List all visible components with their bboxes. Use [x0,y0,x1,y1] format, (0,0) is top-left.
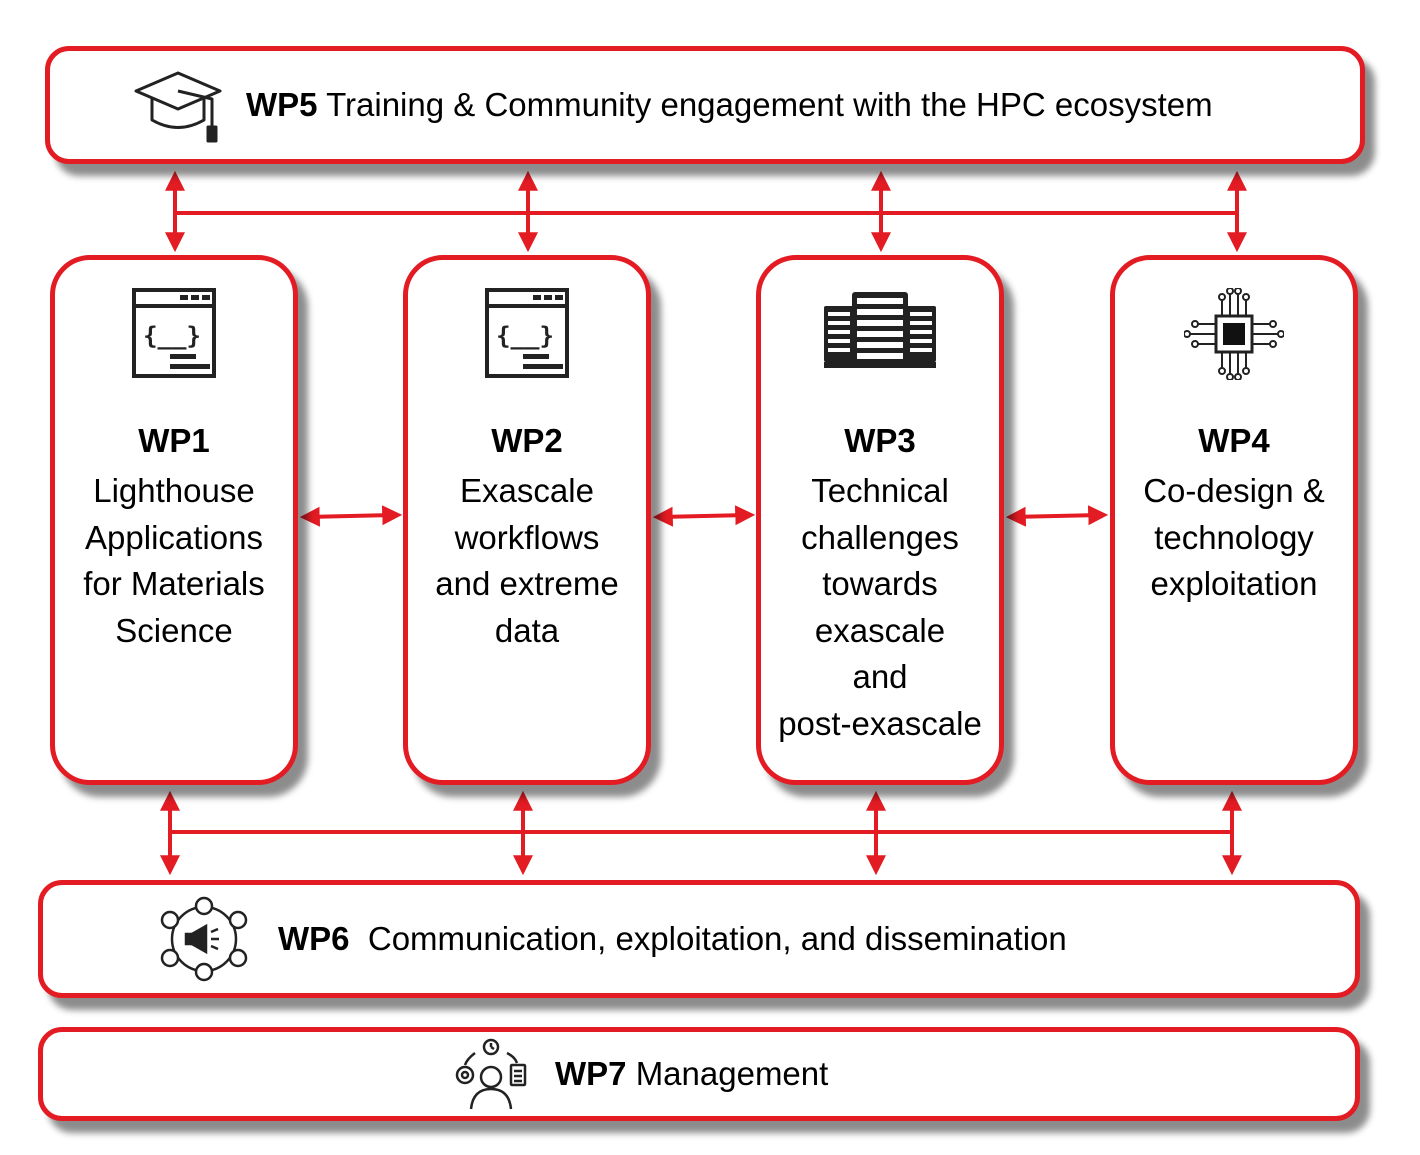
code-window-icon: {__} [485,288,569,378]
wp4-description: Co-design & technology exploitation [1121,468,1347,608]
wp1-code: WP1 [138,422,210,459]
chip-icon [1184,288,1284,380]
wp4-line: Co-design & [1143,472,1325,509]
wp1-description: Lighthouse Applications for Materials Sc… [61,468,287,654]
wp4-line: technology [1154,518,1314,556]
server-rack-icon [824,292,936,368]
wp2-line: Exascale [460,472,594,509]
wp2-line: and extreme [435,565,619,602]
wp1-box: {__} WP1 Lighthouse Applications for Mat… [50,255,298,785]
wp3-line: and [852,658,908,695]
wp2-box: {__} WP2 Exascale workflows and extreme … [403,255,651,785]
arrow-wp2-wp3 [652,505,756,527]
graduation-cap-icon [134,71,222,143]
wp2-code: WP2 [491,422,563,459]
wp4-code: WP4 [1198,422,1270,459]
wp2-line: data [494,611,560,649]
manager-icon [455,1038,527,1110]
wp3-line: post-exascale [778,704,982,742]
wp6-title: Communication, exploitation, and dissemi… [367,920,1067,957]
svg-text:{__}: {__} [143,322,201,350]
wp2-description: Exascale workflows and extreme data [414,468,640,654]
wp3-description: Technical challenges towards exascale an… [767,468,993,747]
wp7-box: WP7 Management [38,1027,1360,1121]
wp3-line: exascale [814,611,946,649]
wp3-line: challenges [801,518,959,556]
wp1-line: Lighthouse [93,472,255,509]
code-window-icon: {__} [132,288,216,378]
community-megaphone-icon [160,896,248,982]
wp5-code: WP5 [246,86,318,123]
wp3-line: towards [822,565,938,602]
wp3-code: WP3 [844,422,916,459]
arrow-wp3-wp4 [1005,505,1109,527]
svg-text:{__}: {__} [496,322,554,350]
wp5-title: Training & Community engagement with the… [326,86,1213,123]
arrow-wp1-wp2 [299,505,403,527]
wp7-code: WP7 [555,1055,627,1092]
wp5-box: WP5 Training & Community engagement with… [45,46,1365,164]
wp1-line: Science [115,611,233,649]
wp4-box: WP4 Co-design & technology exploitation [1110,255,1358,785]
wp3-box: WP3 Technical challenges towards exascal… [756,255,1004,785]
wp7-title: Management [635,1055,829,1092]
wp1-line: for Materials [83,565,265,602]
wp4-line: exploitation [1150,565,1318,602]
wp6-box: WP6 Communication, exploitation, and dis… [38,880,1360,998]
wp2-line: workflows [454,518,600,556]
wp3-line: Technical [811,472,949,509]
wp1-line: Applications [85,518,263,556]
wp6-code: WP6 [278,920,350,957]
